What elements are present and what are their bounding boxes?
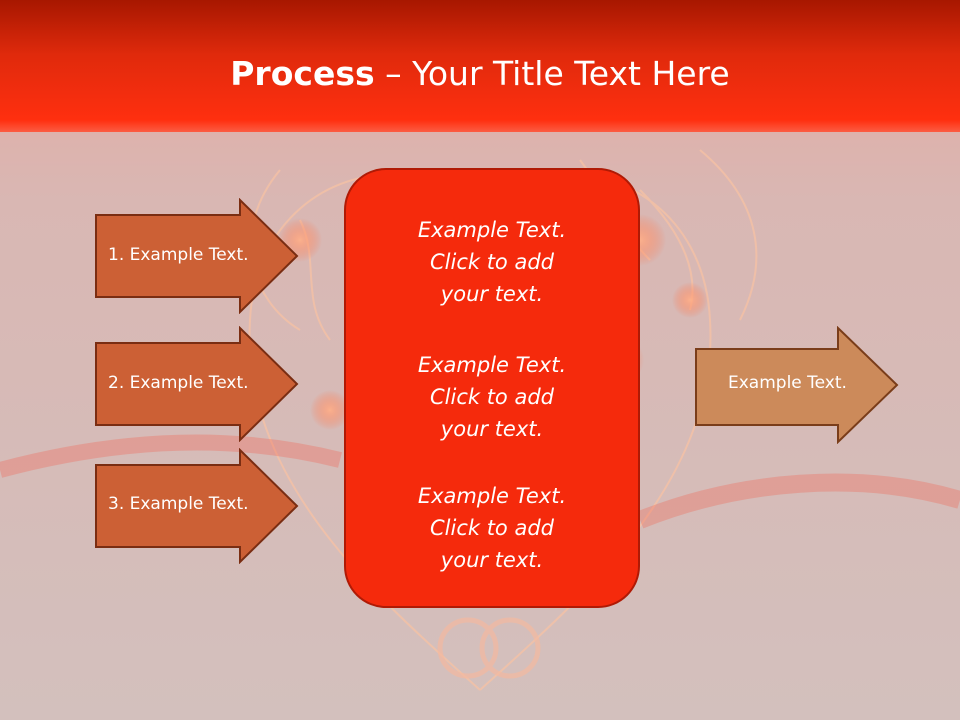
center-text-block-3: Example Text. Click to add your text.	[346, 480, 638, 576]
block-line: Example Text.	[417, 484, 567, 508]
block-line: your text.	[440, 548, 544, 572]
arrow-shape	[695, 326, 899, 444]
arrow-shape	[95, 198, 299, 314]
title-bar: Process – Your Title Text Here	[0, 0, 960, 132]
block-line: Click to add	[429, 250, 554, 274]
step-label: 3. Example Text.	[108, 494, 249, 514]
center-text-block-2: Example Text. Click to add your text.	[346, 349, 638, 445]
process-step-arrow-3[interactable]: 3. Example Text.	[94, 448, 300, 564]
arrow-shape	[95, 326, 299, 442]
title-bold-part: Process	[230, 54, 375, 93]
block-line: Example Text.	[417, 218, 567, 242]
block-line: Click to add	[429, 385, 554, 409]
process-step-arrow-2[interactable]: 2. Example Text.	[94, 326, 300, 442]
result-arrow[interactable]: Example Text.	[694, 326, 900, 444]
center-text-box[interactable]: Example Text. Click to add your text. Ex…	[344, 168, 640, 608]
process-step-arrow-1[interactable]: 1. Example Text.	[94, 198, 300, 314]
block-line: your text.	[440, 417, 544, 441]
step-label: 1. Example Text.	[108, 245, 249, 265]
center-text-block-1: Example Text. Click to add your text.	[346, 214, 638, 310]
step-label: 2. Example Text.	[108, 373, 249, 393]
block-line: your text.	[440, 282, 544, 306]
title-rest-part: – Your Title Text Here	[374, 54, 730, 93]
result-label: Example Text.	[728, 373, 847, 393]
block-line: Click to add	[429, 516, 554, 540]
block-line: Example Text.	[417, 353, 567, 377]
arrow-shape	[95, 448, 299, 564]
slide-title: Process – Your Title Text Here	[0, 52, 960, 96]
